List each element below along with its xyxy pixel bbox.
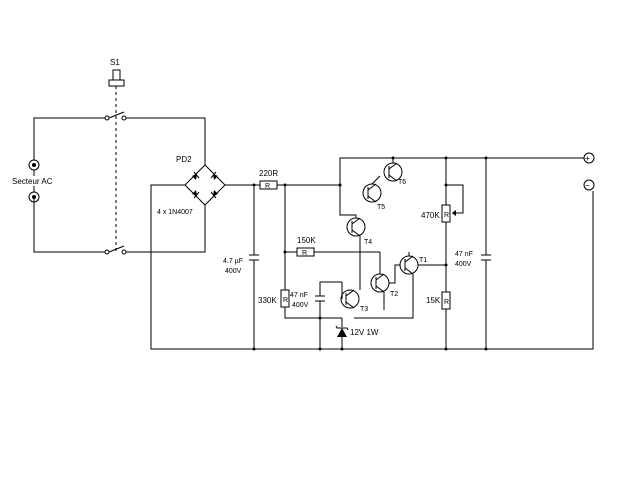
c47n-left-voltage: 400V — [292, 302, 309, 309]
bridge-label: PD2 — [176, 155, 192, 164]
c47u-label: 4.7 µF — [223, 258, 243, 265]
c47n-right-voltage: 400V — [455, 261, 472, 268]
t2-label: T2 — [390, 291, 398, 298]
negative-terminal — [583, 179, 595, 191]
potentiometer-470k: R 470K — [421, 158, 464, 223]
transistor-t6: T6 — [383, 162, 406, 186]
zener-diode: 12V 1W — [335, 318, 379, 349]
source-label: Secteur AC — [12, 177, 53, 186]
c47n-right-label: 47 nF — [455, 251, 473, 258]
t1-label: T1 — [419, 257, 427, 264]
resistor-150k: R 150K — [285, 236, 380, 257]
r220-label: 220R — [259, 169, 278, 178]
positive-terminal-label: + — [585, 154, 590, 163]
ac-bottom-wire — [33, 196, 206, 255]
positive-terminal — [583, 152, 595, 164]
r470k-label: 470K — [421, 211, 440, 220]
capacitor-47n-right: 47 nF 400V — [455, 158, 491, 349]
capacitor-47n-left: 47 nF 400V — [290, 281, 342, 349]
r15k-label: 15K — [426, 296, 441, 305]
resistor-15k: R 15K — [418, 222, 451, 349]
svg-text:R: R — [283, 297, 288, 304]
resistor-330k: R 330K — [258, 289, 342, 319]
svg-text:R: R — [265, 183, 270, 190]
c47n-left-label: 47 nF — [290, 292, 308, 299]
bridge-rectifier: PD2 4 x 1N4007 — [157, 155, 226, 216]
t4-label: T4 — [364, 239, 372, 246]
capacitor-4u7: 4.7 µF 400V — [223, 185, 259, 349]
mains-terminals: Secteur AC — [12, 159, 53, 203]
ac-top-wire — [33, 111, 206, 165]
transistor-t3: T3 — [340, 289, 368, 313]
zener-label: 12V 1W — [350, 328, 379, 337]
c47u-voltage: 400V — [225, 268, 242, 275]
transistor-t2: T2 — [370, 273, 398, 298]
resistor-220r: R 220R — [225, 169, 340, 190]
bridge-diodes-label: 4 x 1N4007 — [157, 209, 193, 216]
switch-label: S1 — [110, 58, 120, 67]
t6-label: T6 — [398, 179, 406, 186]
transistor-t5: T5 — [362, 183, 385, 211]
t5-label: T5 — [377, 204, 385, 211]
negative-terminal-label: − — [585, 181, 590, 190]
negative-bus — [150, 184, 594, 350]
r330k-label: 330K — [258, 296, 277, 305]
transistor-wiring — [339, 157, 486, 319]
t3-label: T3 — [360, 306, 368, 313]
r150k-label: 150K — [297, 236, 316, 245]
svg-text:R: R — [302, 250, 307, 257]
switch-s1: S1 — [108, 58, 125, 252]
svg-text:R: R — [444, 299, 449, 306]
svg-text:R: R — [444, 212, 449, 219]
